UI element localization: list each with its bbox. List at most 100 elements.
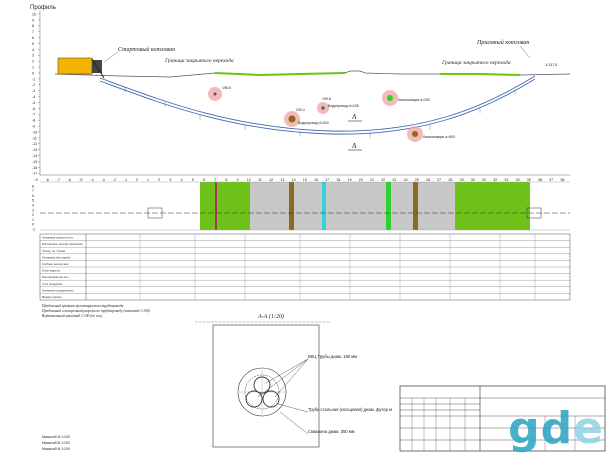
section-title: А-А (1:20)	[257, 313, 284, 320]
bore-curve-bottom	[99, 78, 536, 135]
x-tick-label: 19	[348, 178, 352, 182]
x-tick-label: 25	[415, 178, 419, 182]
x-tick-label: 15	[303, 178, 307, 182]
scale-line: Масштаб М 1:100	[42, 441, 70, 445]
section-mark-lower: А	[351, 142, 357, 150]
y-tick-label: -4	[32, 95, 35, 99]
scale-notes: Масштаб М 1:100 Масштаб М 1:100 Масштаб …	[42, 435, 70, 451]
x-tick-label: -3	[102, 178, 105, 182]
utility-pin: 195.5	[208, 86, 231, 101]
bore-note: Скважина диам. 350 мм	[308, 429, 355, 434]
strip-tick-label: 1	[32, 218, 34, 222]
strip-tick-label: 3	[32, 208, 34, 212]
y-tick-label: 10	[32, 12, 36, 16]
note-line: Продольный и поперечный разрезы по трубо…	[41, 308, 151, 313]
x-tick-label: -8	[46, 178, 49, 182]
start-pit-label: Стартовый котлован	[118, 46, 175, 53]
table-row-label: Отметка земли по оси	[42, 236, 74, 240]
pin-note: Канализация d=500	[423, 135, 455, 139]
y-tick-label: -11	[32, 136, 37, 140]
x-tick-label: 29	[460, 178, 464, 182]
x-tick-label: 8	[225, 178, 227, 182]
section-a-a: А-А (1:20) ВКЦ Трубы диам. 160 мм Труба …	[195, 313, 392, 448]
x-tick-label: 14	[292, 178, 296, 182]
receiving-pit-label: Приемный котлован	[476, 39, 529, 46]
y-tick-label: -5	[32, 101, 35, 105]
strip-tick-label: 4	[32, 204, 34, 208]
pin-label: 195.5	[222, 86, 231, 90]
y-tick-label: -15	[32, 160, 37, 164]
scale-line: Масштаб М 1:100	[42, 447, 70, 451]
x-tick-label: 20	[359, 178, 363, 182]
x-tick-label: 12	[269, 178, 273, 182]
x-tick-label: 37	[549, 178, 553, 182]
x-tick-label: 18	[336, 178, 340, 182]
y-tick-label: -3	[32, 89, 35, 93]
table-row-label: Номер пикета	[41, 295, 62, 299]
x-tick-label: 6	[203, 178, 205, 182]
strip-tick-label: 2	[32, 213, 34, 217]
y-tick-label: 9	[32, 18, 34, 22]
x-tick-label: 26	[426, 178, 430, 182]
table-row-label: Расстояния от оси	[41, 275, 69, 279]
strip-tick-label: 8	[32, 184, 34, 188]
strip-tick-label: -1	[32, 228, 35, 232]
y-tick-label: 8	[32, 24, 34, 28]
y-tick-label: -13	[32, 148, 37, 152]
x-tick-label: 7	[214, 178, 216, 182]
bore-curve-top	[99, 75, 536, 132]
x-tick-label: 23	[392, 178, 396, 182]
y-tick-label: 0	[32, 71, 34, 75]
watermark-logo: gde	[508, 403, 604, 454]
x-tick-label: 1	[147, 178, 149, 182]
x-tick-label: 22	[381, 178, 385, 182]
watermark-text: gd	[508, 403, 574, 454]
pin-note: Водопровод d=108	[328, 104, 359, 108]
y-tick-label: -16	[32, 166, 37, 170]
table-row-label: План трассы	[41, 269, 61, 273]
x-tick-label: -4	[90, 178, 93, 182]
y-tick-label: -8	[32, 119, 35, 123]
x-tick-label: 24	[404, 178, 408, 182]
pin-note: Водопровод d=400	[298, 121, 329, 125]
table-row-label: Расстояние между пикетами	[41, 242, 83, 246]
y-tick-label: -14	[32, 154, 37, 158]
x-tick-label: -2	[113, 178, 116, 182]
y-tick-label: -17	[32, 172, 37, 176]
x-tick-label: 21	[370, 178, 374, 182]
y-tick-label: 5	[32, 42, 34, 46]
table-row-label: Глубина заложения	[41, 262, 69, 266]
watermark-text: e	[573, 403, 604, 454]
x-tick-label: -6	[68, 178, 71, 182]
utility-pin: Канализация d=200	[382, 90, 430, 106]
utility-pin: Канализация d=500	[407, 126, 455, 142]
x-tick-label: 35	[527, 178, 531, 182]
y-axis-ticks: 109876543210-1-2-3-4-5-6-7-8-9-10-11-12-…	[32, 12, 40, 176]
x-tick-label: 4	[181, 178, 183, 182]
x-tick-label: -1	[124, 178, 127, 182]
y-tick-label: -6	[32, 107, 35, 111]
x-tick-label: 3	[169, 178, 171, 182]
pin-label: 199.8	[322, 97, 331, 101]
y-tick-label: 2	[32, 60, 34, 64]
note-line: Продольный профиль проектируемого трубоп…	[41, 303, 124, 308]
x-tick-label: 10	[247, 178, 251, 182]
drill-rig	[57, 57, 105, 79]
pipe-note: ВКЦ Трубы диам. 160 мм	[308, 354, 357, 359]
x-tick-label: 31	[482, 178, 486, 182]
y-tick-label: 6	[32, 36, 34, 40]
pin-label: 200.4	[296, 108, 305, 112]
ground-green-right	[440, 73, 521, 76]
title-block	[399, 385, 606, 452]
strip-tick-label: 0	[32, 223, 34, 227]
table-row-label: Отметки поверхности	[42, 288, 74, 292]
y-tick-label: 7	[32, 30, 34, 34]
boundary-left-label: Граница закрытого перехода	[164, 57, 234, 64]
y-tick-label: -2	[32, 83, 35, 87]
utility-pin: 199.8	[317, 97, 331, 114]
y-tick-label: -10	[32, 130, 37, 134]
